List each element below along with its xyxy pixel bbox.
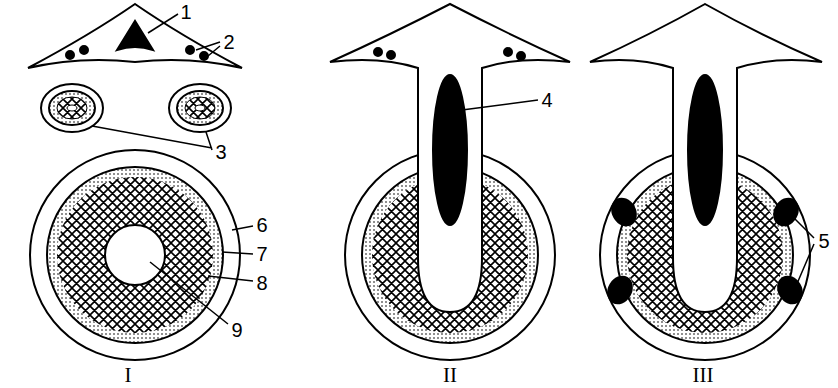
callout-number: 1 [180,2,191,22]
callout-number: 9 [231,320,242,340]
callout-number: 4 [541,90,552,110]
callout-number: 8 [256,273,267,293]
callout-number: 5 [818,231,829,251]
section-numeral: II [443,365,457,386]
section-numeral: III [693,365,714,386]
leader-lines [92,14,814,324]
section-numeral: I [125,365,132,386]
callout-number: 7 [256,244,267,264]
callout-number: 3 [215,142,226,162]
callout-number: 2 [223,32,234,52]
callout-number: 6 [256,215,267,235]
